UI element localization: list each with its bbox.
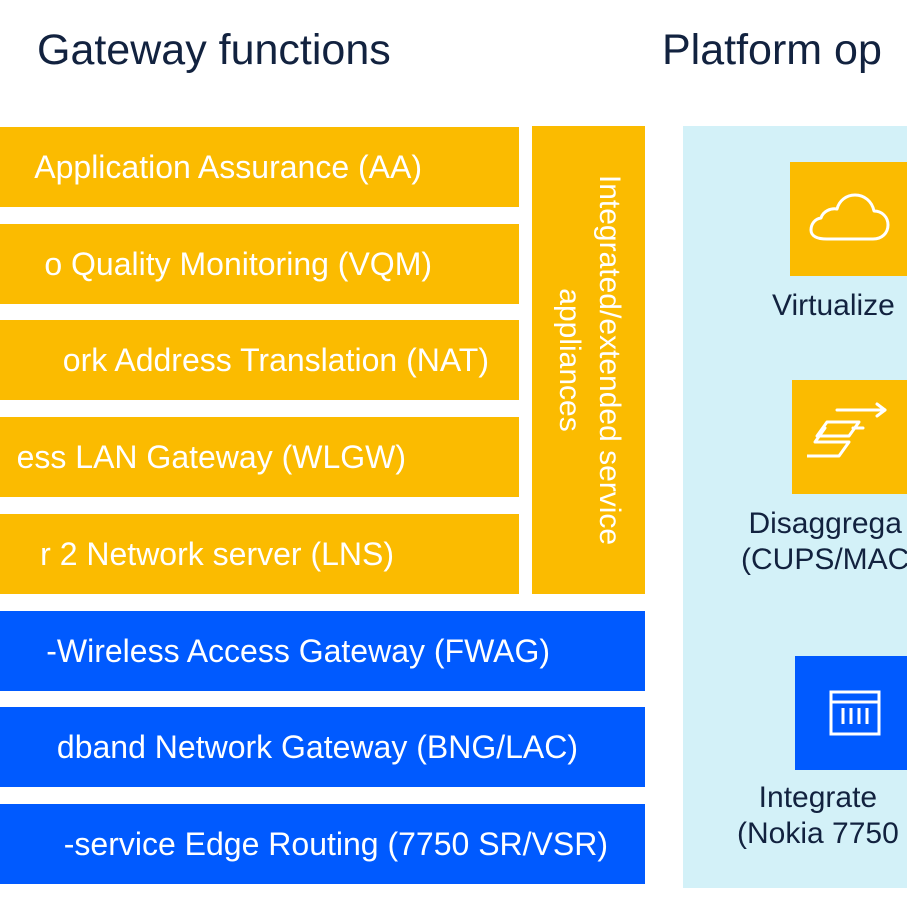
bar-edge-routing: -service Edge Routing (7750 SR/VSR) (0, 804, 645, 884)
integrated-tile (795, 656, 907, 770)
bar-label: -Wireless Access Gateway (FWAG) (46, 632, 550, 669)
option-integrated-label: Integrate (Nokia 7750 (737, 781, 899, 850)
bar-wlan-gateway: ess LAN Gateway (WLGW) (0, 417, 519, 497)
option-virtualized-label: Virtualize (772, 289, 895, 322)
bar-label: -service Edge Routing (7750 SR/VSR) (63, 825, 608, 862)
router-chassis-icon (829, 690, 881, 736)
bar-quality-monitoring: o Quality Monitoring (VQM) (0, 224, 519, 304)
layers-arrow-icon (807, 402, 887, 458)
bar-application-assurance: Application Assurance (AA) (0, 127, 519, 207)
side-label: Integrated/extended service appliances (552, 174, 626, 546)
cloud-icon (809, 193, 890, 241)
gateway-functions-heading: Gateway functions (37, 26, 391, 74)
option-disaggregated-label: Disaggrega (CUPS/MAC (741, 507, 907, 576)
virtualized-tile (790, 162, 907, 276)
bar-label: Application Assurance (AA) (34, 148, 422, 185)
bar-label: o Quality Monitoring (VQM) (44, 245, 432, 282)
bar-label: r 2 Network server (LNS) (40, 535, 394, 572)
bar-bng-lac: dband Network Gateway (BNG/LAC) (0, 707, 645, 787)
bar-label: ork Address Translation (NAT) (62, 341, 489, 378)
platform-options-heading: Platform op (662, 26, 882, 74)
platform-options-panel: Virtualize Disaggrega (CUPS/MAC (683, 126, 907, 888)
bar-lns: r 2 Network server (LNS) (0, 514, 519, 594)
bar-fwag: -Wireless Access Gateway (FWAG) (0, 611, 645, 691)
disaggregated-tile (792, 380, 907, 494)
bar-nat: ork Address Translation (NAT) (0, 320, 519, 400)
bar-label: ess LAN Gateway (WLGW) (16, 438, 406, 475)
bar-label: dband Network Gateway (BNG/LAC) (56, 728, 578, 765)
integrated-service-appliances-block: Integrated/extended service appliances (532, 126, 645, 594)
